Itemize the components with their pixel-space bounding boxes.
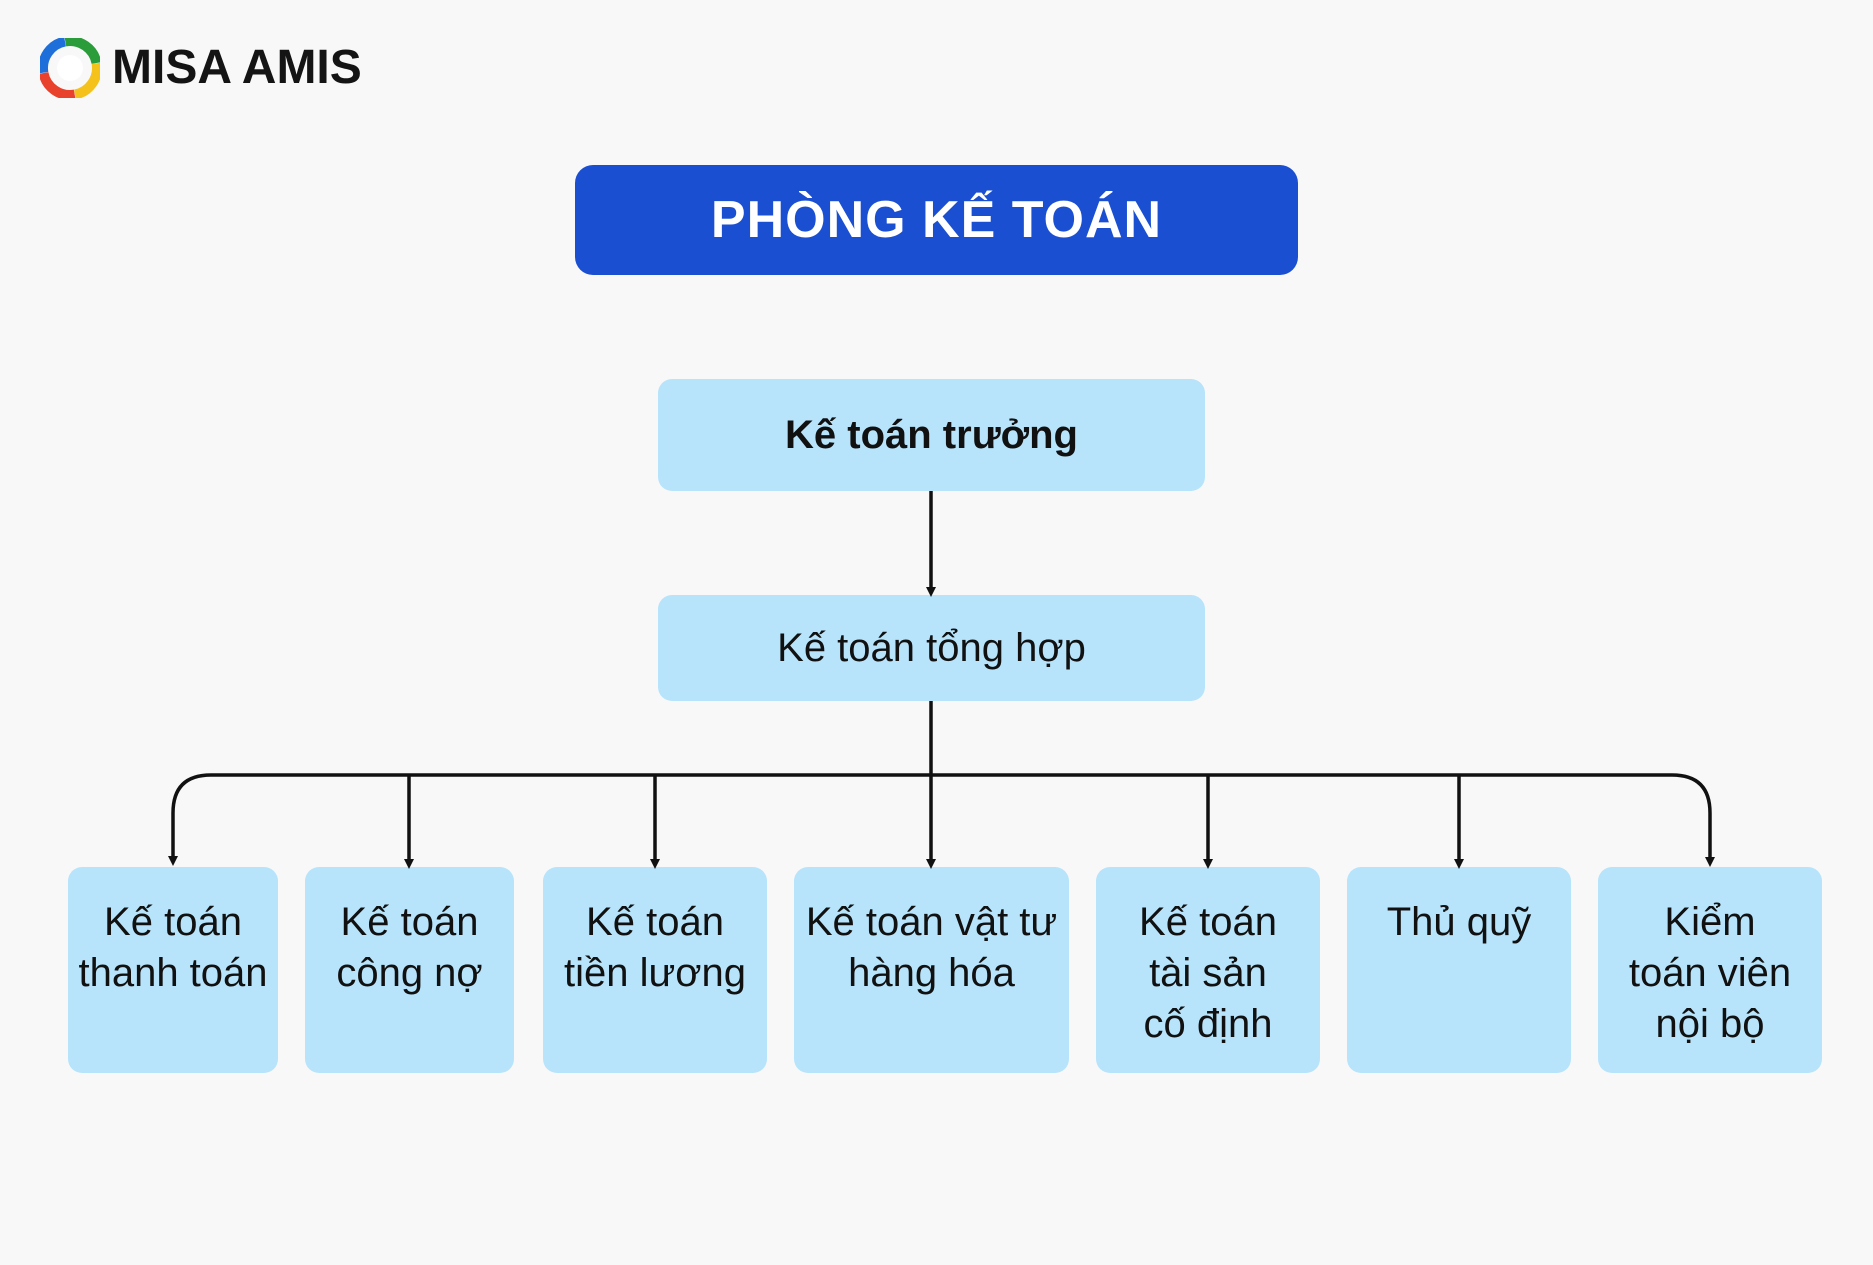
- node-payroll-accountant: Kế toán tiền lương: [543, 867, 767, 1073]
- node-fixed-asset-accountant: Kế toán tài sản cố định: [1096, 867, 1320, 1073]
- department-title: PHÒNG KẾ TOÁN: [575, 165, 1298, 275]
- node-cashier: Thủ quỹ: [1347, 867, 1571, 1073]
- misa-amis-swirl-icon: [40, 38, 100, 98]
- node-payment-accountant: Kế toán thanh toán: [68, 867, 278, 1073]
- brand-name: MISA AMIS: [112, 41, 362, 94]
- branch-bus: [171, 773, 1715, 867]
- brand-logo: MISA AMIS: [40, 38, 362, 98]
- arrow-to-payment-head: [168, 856, 178, 866]
- node-internal-auditor: Kiểm toán viên nội bộ: [1598, 867, 1822, 1073]
- node-chief-accountant: Kế toán trưởng: [658, 379, 1205, 491]
- node-inventory-accountant: Kế toán vật tư hàng hóa: [794, 867, 1069, 1073]
- node-debt-accountant: Kế toán công nợ: [305, 867, 514, 1073]
- node-general-accountant: Kế toán tổng hợp: [658, 595, 1205, 701]
